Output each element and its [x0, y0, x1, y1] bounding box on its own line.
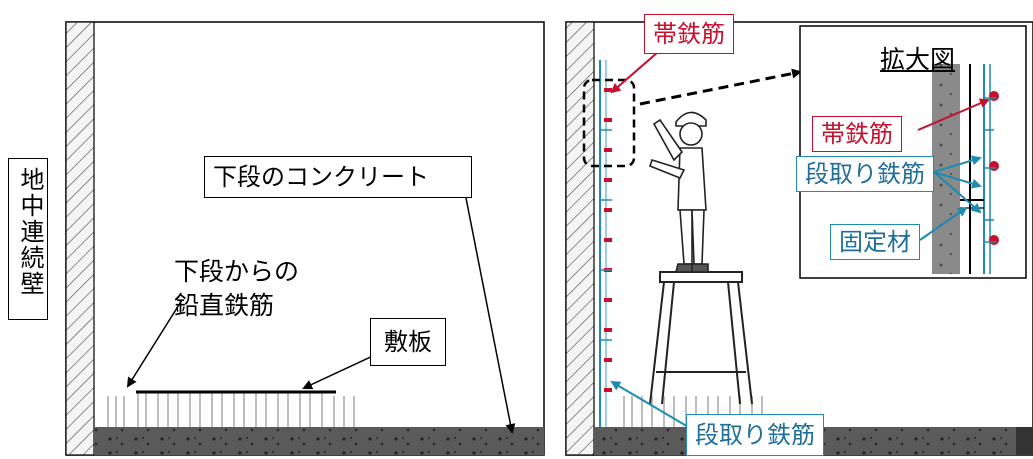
- label-diaphragm-wall: 地中連続壁: [8, 158, 48, 320]
- arrow-hoop-rebar: [610, 51, 659, 94]
- right-panel: [565, 21, 1033, 456]
- inset-label-setup-rebar: 段取り鉄筋: [796, 156, 934, 192]
- arrow-lower-concrete: [465, 197, 516, 434]
- left-panel: [65, 21, 545, 456]
- label-vertical-rebar-line2: 鉛直鉄筋: [174, 291, 275, 320]
- diaphragm-wall: [65, 21, 95, 456]
- arrow-setup-rebar-bottom: [610, 380, 691, 429]
- label-hoop-rebar: 帯鉄筋: [644, 14, 734, 54]
- hoop-rebar-marks: [604, 88, 612, 392]
- inset-arrow-setup-3: [933, 171, 982, 214]
- lower-concrete-slab: [94, 427, 544, 455]
- inset-arrow-setup-2: [933, 171, 982, 189]
- stepladder: [649, 271, 753, 405]
- diaphragm-wall-right: [565, 21, 595, 456]
- dashed-arrow-to-inset: [639, 68, 802, 106]
- label-lower-concrete: 下段のコンクリート: [204, 156, 472, 198]
- arrow-vertical-rebar: [126, 299, 183, 388]
- label-base-plate: 敷板: [370, 318, 446, 366]
- vertical-rebar-group: [107, 392, 355, 427]
- inset-label-hoop-rebar: 帯鉄筋: [812, 116, 902, 152]
- setup-rebar-marks: [600, 129, 612, 341]
- inset-arrow-hoop: [917, 98, 990, 131]
- worker-figure: [649, 111, 709, 273]
- rebar-cage: [599, 60, 607, 427]
- inset-label-fixing: 固定材: [830, 224, 920, 260]
- focus-dashed-box: [582, 78, 636, 168]
- label-vertical-rebar-line1: 下段からの: [174, 257, 300, 286]
- inset-title: 拡大図: [880, 45, 956, 74]
- inset-arrow-setup-1: [933, 155, 982, 173]
- inset-arrow-fixing: [919, 206, 968, 241]
- label-setup-rebar-bottom: 段取り鉄筋: [686, 414, 824, 456]
